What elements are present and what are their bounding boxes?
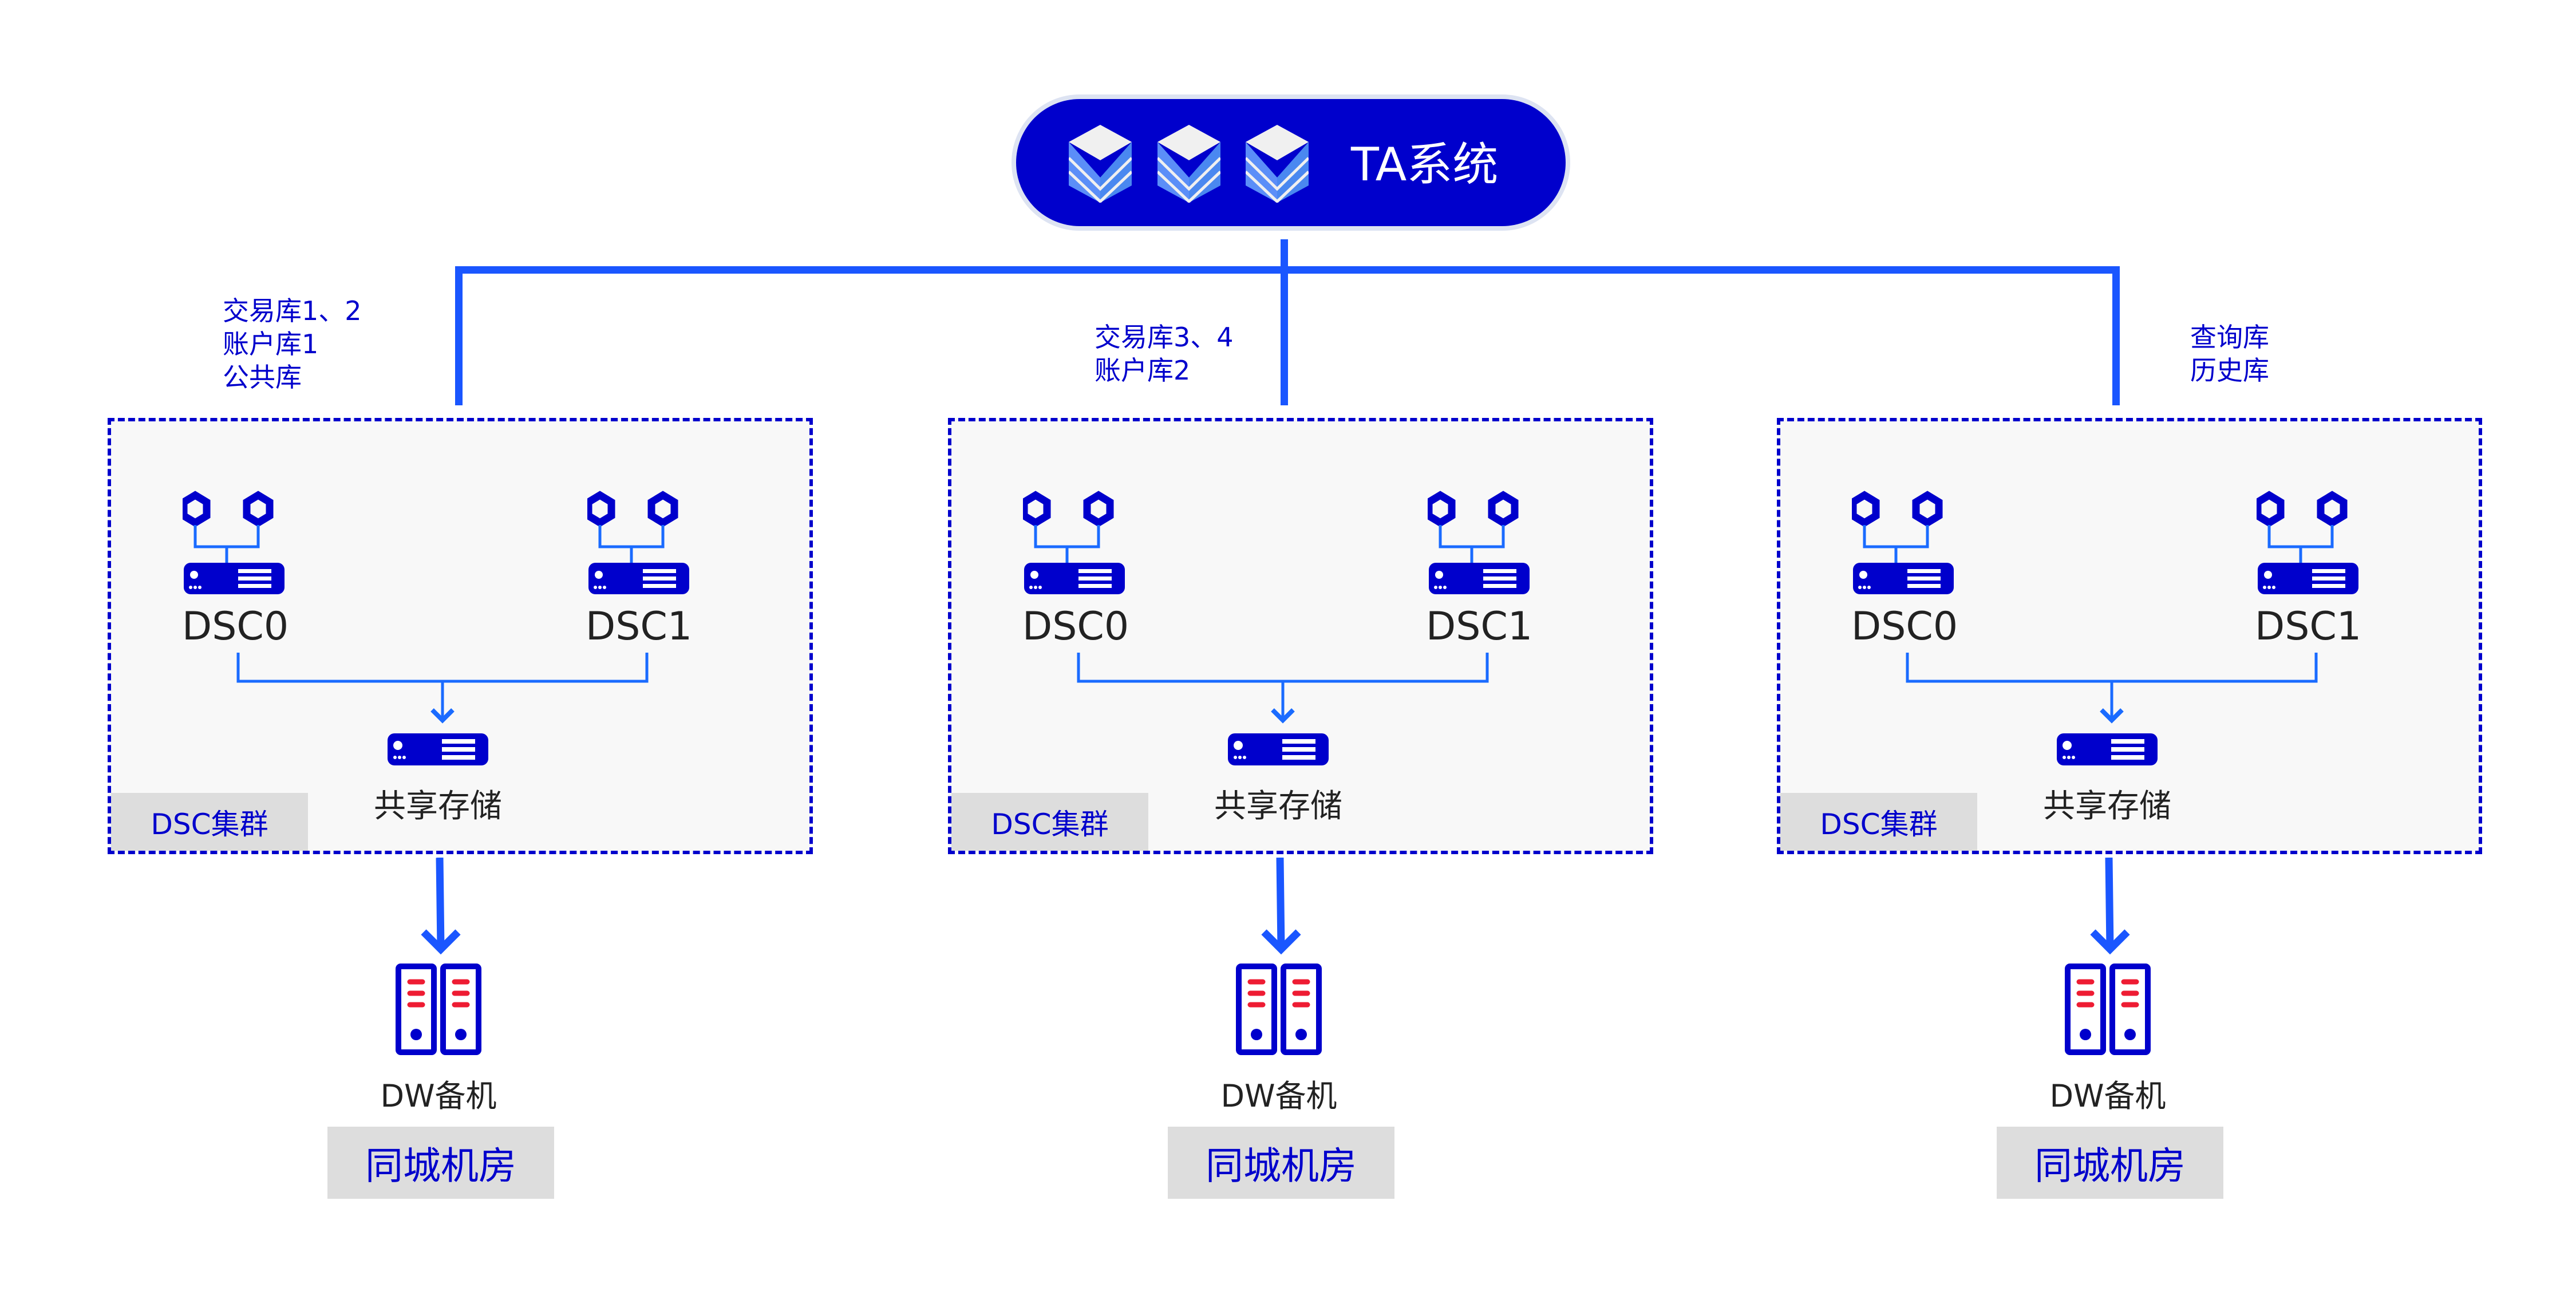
dw-standby-label: DW备机 xyxy=(1220,1078,1337,1114)
cluster-tag: DSC集群 xyxy=(951,793,1148,851)
replication-arrow-icon xyxy=(421,858,461,955)
database-stack-icon xyxy=(1157,125,1220,203)
dw-standby-icon xyxy=(396,964,481,1055)
dsc-node-icon xyxy=(2257,489,2360,598)
dsc1-label: DSC1 xyxy=(2254,604,2362,649)
dsc-cluster-box xyxy=(1777,418,2482,854)
trunk-line xyxy=(1281,239,1288,405)
dsc-node-icon xyxy=(1428,489,1531,598)
shared-storage-icon xyxy=(2057,733,2158,765)
dw-standby-label: DW备机 xyxy=(2049,1078,2166,1114)
database-stack-icon xyxy=(1246,125,1309,203)
dsc-node-icon xyxy=(587,489,690,598)
shared-storage-label: 共享存储 xyxy=(374,788,502,825)
merge-connector xyxy=(1906,653,2318,724)
shared-storage-icon xyxy=(1228,733,1329,765)
same-city-datacenter-tag: 同城机房 xyxy=(1168,1127,1394,1199)
db-label-cluster-3: 查询库 历史库 xyxy=(2190,322,2269,386)
bus-line xyxy=(455,266,2119,274)
ta-system-title: TA系统 xyxy=(1351,138,1499,191)
replication-arrow-icon xyxy=(1261,858,1301,955)
same-city-datacenter-tag: 同城机房 xyxy=(1997,1127,2223,1199)
db-label-cluster-2: 交易库3、4 账户库2 xyxy=(1095,322,1234,386)
dsc0-label: DSC0 xyxy=(1851,604,1958,649)
dsc-node-icon xyxy=(183,489,286,598)
merge-connector xyxy=(236,653,649,724)
shared-storage-icon xyxy=(388,733,488,765)
dsc-node-icon xyxy=(1023,489,1126,598)
dsc-cluster-box xyxy=(948,418,1653,854)
dsc0-label: DSC0 xyxy=(181,604,289,649)
merge-connector xyxy=(1077,653,1489,724)
shared-storage-label: 共享存储 xyxy=(2043,788,2171,825)
db-label-cluster-1: 交易库1、2 账户库1 公共库 xyxy=(223,295,362,393)
dsc0-label: DSC0 xyxy=(1022,604,1129,649)
database-stack-icon xyxy=(1069,125,1132,203)
replication-arrow-icon xyxy=(2090,858,2130,955)
dw-standby-icon xyxy=(2065,964,2151,1055)
branch-line-left xyxy=(455,266,463,405)
cluster-tag: DSC集群 xyxy=(111,793,308,851)
dsc-cluster-box xyxy=(108,418,813,854)
shared-storage-label: 共享存储 xyxy=(1214,788,1342,825)
same-city-datacenter-tag: 同城机房 xyxy=(327,1127,554,1199)
dsc-node-icon xyxy=(1852,489,1955,598)
cluster-tag: DSC集群 xyxy=(1780,793,1977,851)
dsc1-label: DSC1 xyxy=(585,604,693,649)
dw-standby-icon xyxy=(1236,964,1322,1055)
branch-line-right xyxy=(2112,266,2120,405)
dw-standby-label: DW备机 xyxy=(380,1078,497,1114)
dsc1-label: DSC1 xyxy=(1425,604,1533,649)
